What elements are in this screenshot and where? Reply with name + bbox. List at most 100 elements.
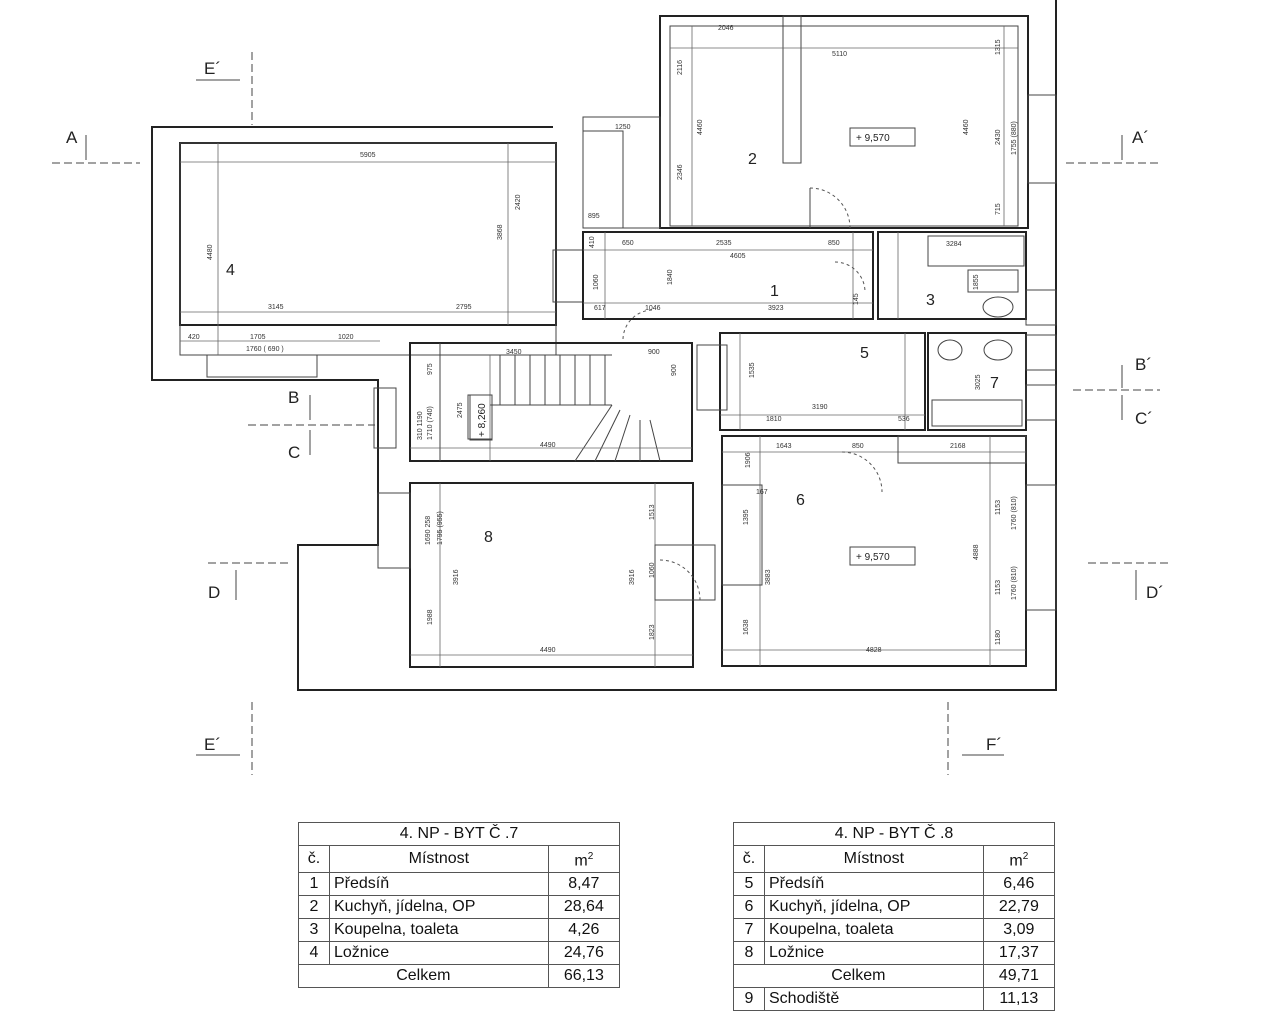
- level-mark-room-6: + 9,570: [856, 552, 890, 563]
- dim-1795-955: 1795 (955): [437, 511, 444, 545]
- dim-2346: 2346: [677, 164, 684, 180]
- dim-1906: 1906: [745, 452, 752, 468]
- dim-975: 975: [427, 363, 434, 375]
- dim-1535: 1535: [749, 362, 756, 378]
- dim-2116: 2116: [677, 60, 684, 75]
- dim-900-side: 900: [671, 364, 678, 376]
- dim-4480: 4480: [207, 244, 214, 260]
- room-number-3: 3: [926, 292, 935, 309]
- room-6-walls: [721, 435, 1057, 667]
- room-8-walls: [377, 482, 716, 668]
- dim-1710-740: 1710 (740): [427, 406, 434, 440]
- dim-1855: 1855: [973, 274, 980, 290]
- table-row: 4 Ložnice 24,76: [298, 941, 621, 966]
- room-2-walls: [582, 15, 1057, 229]
- table-row: 1 Předsíň 8,47: [298, 872, 621, 897]
- room-number-4: 4: [226, 262, 235, 279]
- room-number-6: 6: [796, 492, 805, 509]
- room-5-walls: [696, 332, 926, 431]
- dim-1250: 1250: [615, 124, 631, 131]
- table-caption: 4. NP - BYT Č .8: [733, 822, 1055, 846]
- section-markers: [52, 52, 1172, 775]
- table-caption: 4. NP - BYT Č .7: [298, 822, 620, 846]
- dim-1060-room8: 1060: [649, 562, 656, 578]
- room-number-2: 2: [748, 151, 757, 168]
- room-number-5: 5: [860, 345, 869, 362]
- dim-2535: 2535: [716, 240, 732, 247]
- dim-1705: 1705: [250, 334, 266, 341]
- room-4-walls: [179, 142, 584, 378]
- dim-310-1190: 310 1190: [417, 411, 424, 440]
- dim-3916-right: 3916: [629, 569, 636, 585]
- table-row: 6 Kuchyň, jídelna, OP 22,79: [733, 895, 1056, 920]
- dim-715: 715: [995, 203, 1002, 215]
- room-number-1: 1: [770, 283, 779, 300]
- section-label-a: A: [66, 128, 78, 147]
- table-total-row: Celkem 66,13: [298, 964, 621, 989]
- dim-3145: 3145: [268, 304, 284, 311]
- section-label-d: D: [208, 583, 220, 602]
- dim-2420: 2420: [515, 194, 522, 210]
- dim-145: 145: [853, 293, 860, 305]
- dim-1840: 1840: [667, 269, 674, 285]
- dim-4460-right: 4460: [963, 119, 970, 135]
- dim-1060: 1060: [593, 274, 600, 290]
- section-label-c: C: [288, 443, 300, 462]
- dim-1153-top: 1153: [995, 500, 1002, 515]
- section-label-d2: D´: [1146, 583, 1164, 602]
- dim-410: 410: [589, 236, 596, 248]
- dim-420: 420: [188, 334, 200, 341]
- section-label-a2: A´: [1132, 128, 1149, 147]
- dim-536: 536: [898, 416, 910, 423]
- col-header-room: Místnost: [329, 844, 549, 874]
- col-header-no: č.: [733, 844, 765, 874]
- dim-1638: 1638: [743, 619, 750, 635]
- room-number-8: 8: [484, 529, 493, 546]
- dim-1755-880: 1755 (880): [1011, 121, 1018, 155]
- dim-1690-258: 1690 258: [425, 516, 432, 545]
- section-label-c2: C´: [1135, 409, 1153, 428]
- room-3-walls: [877, 231, 1057, 326]
- dim-1988: 1988: [427, 609, 434, 625]
- building-outline: [151, 0, 1057, 691]
- dim-3883: 3883: [765, 569, 772, 585]
- dim-1513: 1513: [649, 504, 656, 520]
- dim-2168: 2168: [950, 443, 966, 450]
- dim-895: 895: [588, 213, 600, 220]
- section-label-b2: B´: [1135, 355, 1152, 374]
- dim-1760-810-top: 1760 (810): [1011, 496, 1018, 530]
- area-table-byt-8: 4. NP - BYT Č .8 č. Místnost m2 5 Předsí…: [733, 822, 1056, 1012]
- dim-1643: 1643: [776, 443, 792, 450]
- dim-2475: 2475: [457, 402, 464, 418]
- dim-4490-room8: 4490: [540, 647, 556, 654]
- dim-3025: 3025: [975, 374, 982, 390]
- dim-4460-left: 4460: [697, 119, 704, 135]
- floor-plan: 1 2 3 4 5 6 7 8 + 9,570 + 9,570 + 8,260 …: [52, 0, 1172, 775]
- dim-617: 617: [594, 305, 606, 312]
- area-table-byt-7: 4. NP - BYT Č .7 č. Místnost m2 1 Předsí…: [298, 822, 621, 989]
- dim-3868: 3868: [497, 224, 504, 240]
- col-header-room: Místnost: [764, 844, 984, 874]
- dim-2046: 2046: [718, 25, 734, 32]
- dim-1180: 1180: [995, 630, 1002, 645]
- dim-4888: 4888: [973, 544, 980, 560]
- table-row: 3 Koupelna, toaleta 4,26: [298, 918, 621, 943]
- dim-1153-bottom: 1153: [995, 580, 1002, 595]
- staircase: [373, 342, 693, 462]
- col-header-no: č.: [298, 844, 330, 874]
- dim-3284: 3284: [946, 241, 962, 248]
- dim-167: 167: [756, 489, 768, 496]
- table-row: 8 Ložnice 17,37: [733, 941, 1056, 966]
- room-7-walls: [927, 332, 1057, 431]
- dim-2795: 2795: [456, 304, 472, 311]
- dim-3450: 3450: [506, 349, 522, 356]
- dim-4490-stair: 4490: [540, 442, 556, 449]
- dim-5905: 5905: [360, 152, 376, 159]
- dim-1810: 1810: [766, 416, 782, 423]
- dim-850-room6: 850: [852, 443, 864, 450]
- dim-1315: 1315: [995, 39, 1002, 55]
- table-row: 5 Předsíň 6,46: [733, 872, 1056, 897]
- dim-5110: 5110: [832, 51, 847, 58]
- col-header-area: m2: [547, 844, 621, 874]
- table-row: 7 Koupelna, toaleta 3,09: [733, 918, 1056, 943]
